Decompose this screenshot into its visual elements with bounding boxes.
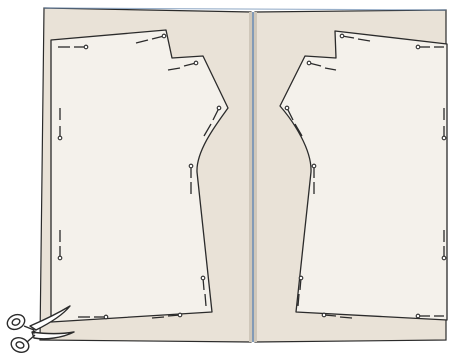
pin-icon <box>200 275 207 307</box>
pin-icon <box>415 313 444 319</box>
pin-icon <box>339 33 371 42</box>
pin-icon <box>321 312 353 319</box>
pin-icon <box>441 108 447 141</box>
scissors-icon <box>6 305 75 353</box>
pin-icon <box>203 105 222 137</box>
pin-icon <box>57 230 63 261</box>
pin-icon <box>167 60 199 71</box>
pin-icon <box>188 163 194 194</box>
pin-icon <box>57 108 63 141</box>
pin-icon <box>441 230 447 261</box>
pin-icon <box>284 105 303 137</box>
pin-icon <box>151 312 183 319</box>
pin-icon <box>135 33 167 44</box>
pin-icon <box>58 44 89 50</box>
pattern-piece-left <box>50 29 229 323</box>
pin-icon <box>311 163 317 194</box>
pin-icon <box>78 314 109 320</box>
pin-icon <box>306 60 337 71</box>
pin-icon <box>415 44 444 50</box>
pin-icon <box>297 275 304 307</box>
pattern-piece-right <box>279 30 448 321</box>
